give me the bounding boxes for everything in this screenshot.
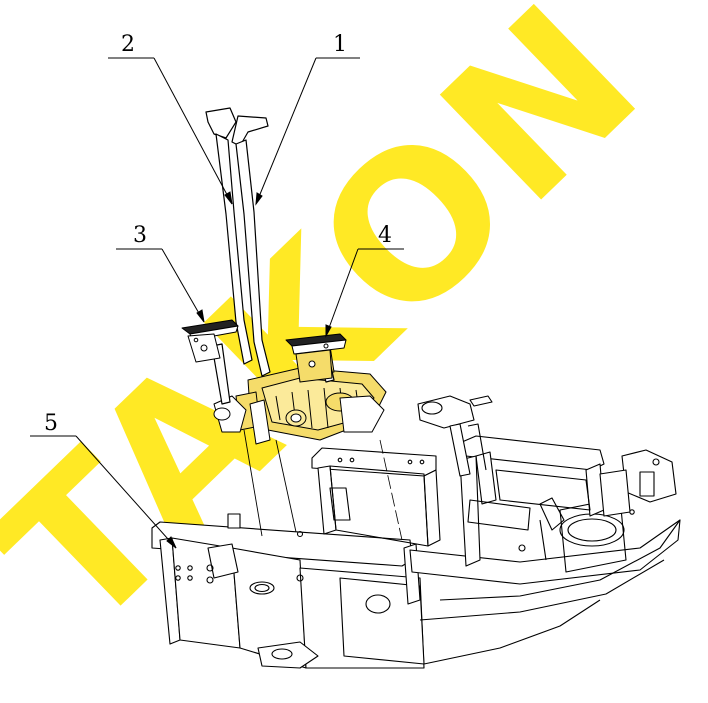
callout-number-2: 2 — [121, 32, 135, 57]
leader-arrow-2 — [224, 191, 233, 205]
callout-number-4: 4 — [378, 223, 392, 248]
leader-arrow-4 — [325, 324, 332, 338]
leader-arrow-1 — [255, 192, 263, 206]
right-pedal — [285, 333, 347, 383]
leader-arrow-5 — [166, 536, 177, 549]
leader-line-1 — [255, 57, 317, 205]
left-pedal — [181, 319, 239, 363]
leader-line-4 — [325, 248, 359, 337]
leader-line-3 — [161, 248, 205, 323]
valve-block-assembly — [213, 345, 387, 445]
callout-number-3: 3 — [133, 223, 147, 248]
leader-arrow-3 — [196, 309, 205, 323]
leader-line-2 — [153, 57, 233, 205]
callout-number-1: 1 — [333, 32, 347, 57]
callout-number-5: 5 — [44, 411, 58, 436]
main-frame — [151, 395, 681, 669]
leader-lines — [30, 57, 404, 549]
leader-line-5 — [75, 435, 177, 549]
